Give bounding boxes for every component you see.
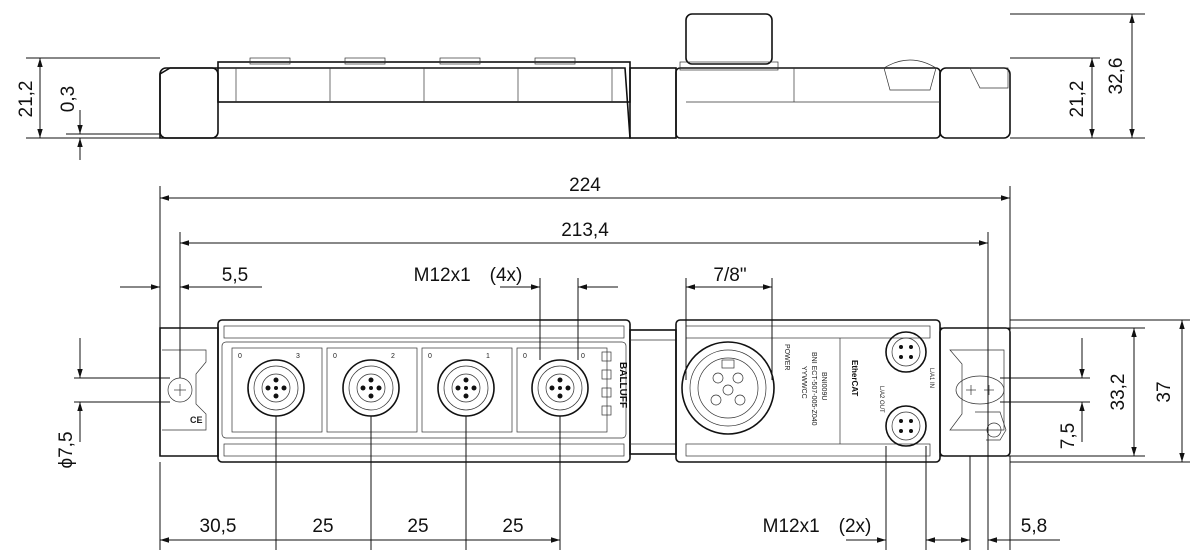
port-out-label: L/A2 OUT <box>878 386 884 413</box>
ethernet-port-in[interactable] <box>885 331 927 373</box>
dim-side-height-left: 21,2 <box>16 81 37 118</box>
dim-first-connector: 30,5 <box>200 516 237 537</box>
side-power-connector <box>685 13 773 65</box>
led-indicators <box>601 351 612 416</box>
dim-side-height-right: 21,2 <box>1067 81 1088 118</box>
dim-pitch: 25 <box>312 516 333 537</box>
port-number: 0 <box>333 353 337 360</box>
m12-connector-3[interactable] <box>437 359 495 417</box>
dim-pitch: 25 <box>407 516 428 537</box>
dim-right-offset: 5,8 <box>1021 516 1047 537</box>
port-number: 2 <box>391 353 395 360</box>
bridge-section <box>629 329 677 455</box>
dim-pitch: 25 <box>502 516 523 537</box>
part-number-label: BNI ECT-507-005-Z040 <box>810 352 817 426</box>
port-number: 0 <box>581 353 585 360</box>
model-label: BNI009U <box>820 372 827 400</box>
top-view: CE <box>56 175 1190 550</box>
m12-port-group <box>231 347 608 433</box>
date-code-label: YYWWCC <box>800 366 807 399</box>
m12-connector-1[interactable] <box>247 359 305 417</box>
dim-m12-ports: M12x1 (2x) <box>763 516 872 537</box>
dim-side-total-height: 32,6 <box>1106 58 1127 95</box>
dim-width-total: 37 <box>1154 381 1175 402</box>
side-view: 21,2 0,3 21,2 32,6 <box>16 13 1145 160</box>
side-body-left <box>159 67 631 139</box>
left-end-cap <box>159 327 219 457</box>
port-number: 0 <box>523 353 527 360</box>
side-end-cap-left <box>159 67 219 139</box>
dim-side-offset-left: 0,3 <box>58 86 79 112</box>
power-module-body <box>675 319 941 463</box>
m12-connector-4[interactable] <box>531 359 589 417</box>
dim-width-inner: 33,2 <box>1108 374 1129 411</box>
port-number: 3 <box>296 353 300 360</box>
side-bridge <box>629 67 677 139</box>
ethercat-logo: EtherCAT <box>850 360 859 396</box>
right-end-cap <box>939 327 1011 457</box>
dim-hole-offset: 7,5 <box>1058 423 1079 449</box>
io-module-body <box>217 319 631 463</box>
dim-hole-spacing: 213,4 <box>561 220 609 241</box>
ce-mark: CE <box>190 415 203 425</box>
power-connector[interactable] <box>681 341 775 435</box>
ethernet-port-out[interactable] <box>885 405 927 447</box>
port-number: 0 <box>428 353 432 360</box>
brand-logo: BALLUFF <box>617 362 628 408</box>
dim-total-length: 224 <box>569 175 601 196</box>
dim-edge-offset: 5,5 <box>222 265 248 286</box>
dim-m12-connectors: M12x1 (4x) <box>414 265 523 286</box>
m12-connector-2[interactable] <box>342 359 400 417</box>
power-label: POWER <box>783 344 790 370</box>
side-body-right <box>675 67 941 139</box>
dim-power-connector: 7/8" <box>713 265 746 286</box>
port-number: 1 <box>486 353 490 360</box>
port-number: 0 <box>238 353 242 360</box>
port-in-label: L/A1 IN <box>928 368 934 388</box>
dim-hole-diameter: ϕ7,5 <box>56 431 77 468</box>
